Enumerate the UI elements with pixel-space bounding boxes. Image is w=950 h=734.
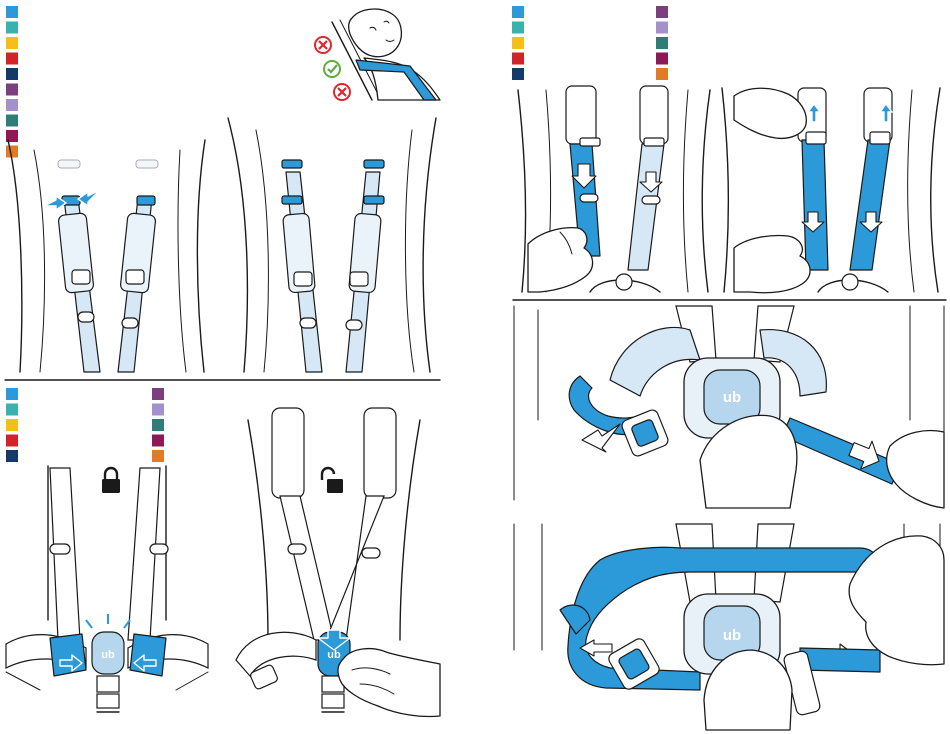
waist-belt-illustration-2: ub — [514, 524, 944, 730]
color-swatch — [6, 146, 18, 158]
lock-closed-icon — [102, 468, 120, 493]
color-swatch — [152, 435, 164, 447]
color-swatch — [656, 68, 668, 80]
color-swatch — [6, 419, 18, 431]
hand-icon — [887, 431, 944, 508]
buckle-locked-illustration: ub — [6, 466, 208, 712]
color-swatch — [656, 37, 668, 49]
color-swatch — [6, 84, 18, 96]
wrong-icon — [334, 84, 350, 100]
color-swatch — [152, 404, 164, 416]
color-swatch — [6, 68, 18, 80]
color-swatch — [512, 37, 524, 49]
color-swatch — [656, 22, 668, 34]
wrong-icon — [315, 37, 331, 53]
correct-icon — [324, 61, 340, 77]
color-swatch — [6, 22, 18, 34]
color-legend-top-right-a — [512, 6, 524, 80]
color-legend-bottom-left-a — [6, 388, 18, 462]
color-swatch — [6, 99, 18, 111]
lock-open-icon — [322, 468, 343, 493]
color-swatch — [512, 53, 524, 65]
color-swatch — [6, 388, 18, 400]
color-swatch — [152, 419, 164, 431]
color-swatch — [6, 6, 18, 18]
shoulder-slot-illustration-left — [8, 140, 205, 372]
strap-adjust-illustration-2 — [722, 88, 940, 293]
color-swatch — [656, 6, 668, 18]
color-swatch — [512, 22, 524, 34]
buckle-logo: ub — [723, 627, 741, 644]
buckle-unlocked-illustration: ub — [236, 408, 440, 717]
shoulder-slot-illustration-right — [228, 118, 436, 372]
color-swatch — [152, 450, 164, 462]
color-swatch — [512, 68, 524, 80]
color-swatch — [6, 37, 18, 49]
buckle-logo: ub — [327, 649, 341, 661]
hand-icon — [734, 236, 810, 293]
strap-adjust-illustration-1 — [518, 86, 710, 292]
color-swatch — [512, 6, 524, 18]
color-swatch — [6, 115, 18, 127]
color-swatch — [6, 53, 18, 65]
waist-belt-illustration-1: ub — [514, 306, 944, 508]
buckle-logo: ub — [723, 389, 741, 406]
color-swatch — [6, 404, 18, 416]
color-swatch — [6, 435, 18, 447]
hand-icon — [338, 649, 440, 717]
color-swatch — [152, 388, 164, 400]
hand-icon — [734, 88, 806, 138]
hand-icon — [528, 228, 593, 292]
color-legend-top-left — [6, 6, 18, 158]
color-swatch — [6, 450, 18, 462]
color-legend-bottom-left-b — [152, 388, 164, 462]
color-legend-top-right-b — [656, 6, 668, 80]
buckle-logo: ub — [101, 649, 115, 661]
color-swatch — [656, 53, 668, 65]
